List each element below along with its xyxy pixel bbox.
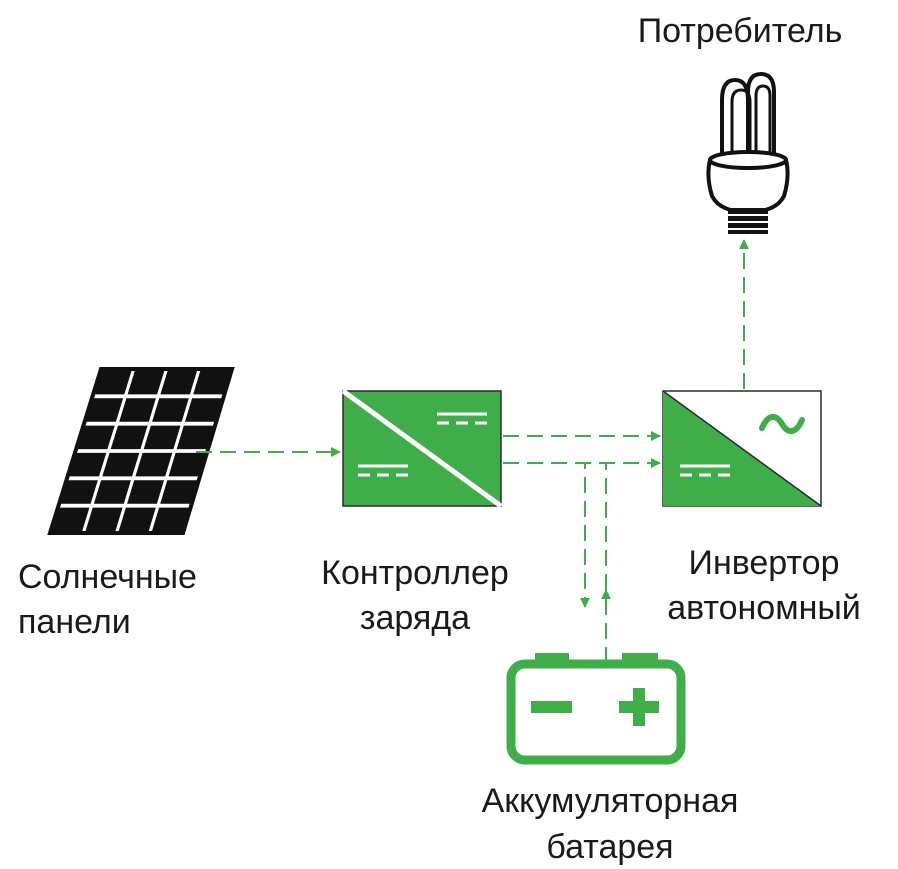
inverter-icon [662, 390, 822, 507]
solar-cell [85, 507, 123, 532]
solar-cell [127, 370, 165, 395]
solar-cell [93, 480, 131, 504]
solar-cell [127, 480, 164, 504]
solar-cell [102, 452, 140, 477]
minus-icon [531, 701, 572, 713]
charge-controller-icon [341, 388, 503, 509]
solar-cell [160, 480, 198, 504]
solar-cell [152, 507, 189, 532]
label-solar-line1: Солнечные [18, 558, 197, 596]
solar-cell [143, 425, 181, 450]
solar-cell [135, 452, 173, 477]
label-solar-line2: панели [18, 603, 131, 641]
label-inverter-line2: автономный [667, 589, 861, 627]
solar-panel-icon [47, 367, 235, 535]
label-consumer: Потребитель [638, 12, 843, 50]
solar-cell [160, 370, 197, 395]
solar-cell [52, 507, 90, 532]
connections [196, 239, 749, 663]
label-battery-line2: батарея [546, 828, 673, 866]
label-battery-line1: Аккумуляторная [482, 782, 739, 820]
solar-cell [60, 480, 98, 504]
solar-cell [77, 425, 115, 450]
solar-cell [193, 370, 230, 395]
solar-cell [185, 398, 222, 422]
solar-cell [69, 452, 107, 477]
ac-wave-icon [759, 414, 805, 434]
solar-cell [94, 370, 132, 395]
label-inverter-line1: Инвертор [689, 544, 840, 582]
solar-cell [168, 452, 206, 477]
solar-cell [118, 507, 156, 532]
solar-cell [86, 398, 124, 422]
cfl-bulb-icon [706, 71, 790, 234]
label-controller-line1: Контроллер [321, 554, 509, 592]
solar-cell [119, 398, 156, 422]
solar-cell [110, 425, 148, 450]
label-controller-line2: заряда [360, 599, 470, 637]
solar-cell [176, 425, 214, 450]
connector-controller-battery [503, 462, 590, 608]
battery-icon [506, 653, 686, 765]
solar-cell [152, 398, 189, 422]
